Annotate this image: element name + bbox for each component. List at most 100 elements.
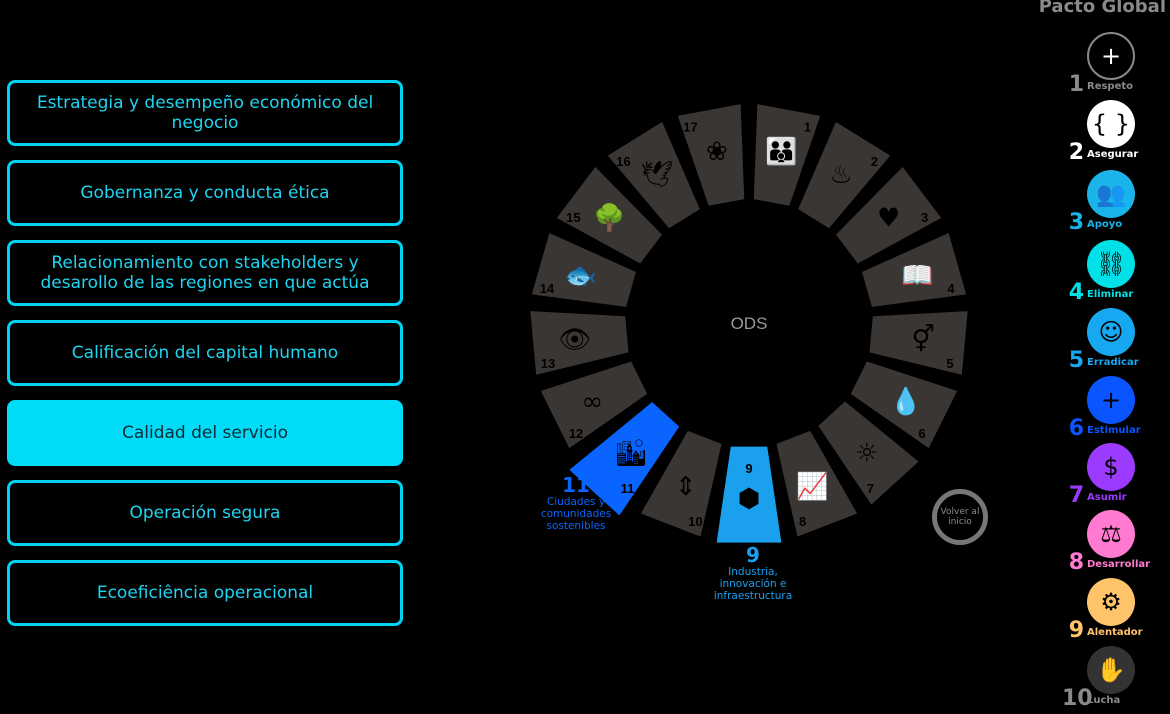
- fish-icon: 🐟: [564, 261, 596, 291]
- topic-button[interactable]: Gobernanza y conducta ética: [7, 160, 403, 226]
- topic-button[interactable]: Relacionamiento con stakeholders y desar…: [7, 240, 403, 306]
- ods-segment-number: 11: [621, 481, 635, 496]
- infinity-icon: ∞: [582, 387, 604, 417]
- ods-segment-14[interactable]: 🐟 14: [531, 232, 636, 307]
- ods-segment-number: 7: [867, 481, 874, 496]
- pacto-label: Lucha: [1087, 695, 1121, 706]
- topic-label: Relacionamiento con stakeholders y desar…: [40, 253, 370, 293]
- water-icon: 💧: [889, 386, 921, 417]
- ods-segment-16[interactable]: 🕊16: [607, 121, 700, 229]
- pacto-item-8[interactable]: ⚖ 8 Desarrollar: [1062, 510, 1170, 578]
- topic-button[interactable]: Calidad del servicio: [7, 400, 403, 466]
- ods-segment-1[interactable]: 👪1: [753, 104, 821, 206]
- ods-segment-number: 14: [540, 281, 555, 296]
- ods-segment-number: 1: [804, 120, 811, 135]
- ods-segment-shape: [607, 121, 700, 229]
- topic-button[interactable]: Calificación del capital humano: [7, 320, 403, 386]
- ods-segment-shape: [677, 104, 745, 206]
- selected-ods-9-label: 9 Industria, innovación e infraestructur…: [710, 544, 796, 602]
- ods-segment-5[interactable]: ⚥5: [869, 311, 968, 375]
- ods-segment-number: 15: [566, 210, 580, 225]
- ods-segment-shape: [798, 121, 891, 229]
- pacto-number: 4: [1068, 280, 1084, 305]
- ods-segment-shape: [862, 232, 967, 307]
- ods-segment-shape: [531, 232, 636, 307]
- topic-label: Estrategia y desempeño económico del neg…: [36, 93, 374, 133]
- cubes-icon: ⬢: [738, 484, 761, 514]
- ods-segment-11[interactable]: 🏙 11: [569, 402, 680, 516]
- book-icon: 📖: [901, 261, 933, 291]
- ods-segment-number: 8: [799, 514, 806, 529]
- ods-segment-shape: [569, 402, 680, 516]
- topic-button[interactable]: Ecoeficiência operacional: [7, 560, 403, 626]
- topic-button[interactable]: Operación segura: [7, 480, 403, 546]
- ods-segment-6[interactable]: 💧6: [850, 361, 958, 449]
- pacto-item-9[interactable]: ⚙ 9 Alentador: [1062, 578, 1170, 646]
- ods-segment-number: 10: [688, 514, 702, 529]
- pacto-item-4[interactable]: ⛓ 4 Eliminar: [1062, 240, 1170, 308]
- ods-segment-shape: [835, 166, 942, 264]
- pacto-item-3[interactable]: 👥 3 Apoyo: [1062, 170, 1170, 238]
- pacto-icon-glyph: +: [1100, 42, 1122, 70]
- ods-segment-17[interactable]: ❀ 17: [677, 104, 745, 206]
- topic-label: Calificación del capital humano: [71, 343, 339, 363]
- pacto-item-7[interactable]: $ 7 Asumir: [1062, 443, 1170, 511]
- pacto-item-5[interactable]: ☺ 5 Erradicar: [1062, 308, 1170, 376]
- pacto-item-2[interactable]: { } 2 Asegurar: [1062, 100, 1170, 168]
- topic-label: Gobernanza y conducta ética: [80, 183, 330, 203]
- ods-segment-12[interactable]: ∞ 12: [540, 361, 648, 449]
- city-icon: 🏙: [615, 438, 648, 468]
- person-braces-icon: { }: [1087, 100, 1135, 148]
- ods-segment-number: 3: [921, 210, 928, 225]
- ods-segment-number: 12: [569, 426, 583, 441]
- pacto-label: Asumir: [1087, 492, 1127, 503]
- pacto-icon-glyph: 👥: [1096, 180, 1126, 208]
- pacto-label: Asegurar: [1087, 149, 1139, 160]
- growth-chart-icon: 📈: [796, 471, 828, 502]
- rings-icon: ❀: [706, 137, 728, 167]
- ods-segment-8[interactable]: 📈8: [776, 430, 858, 537]
- pacto-number: 3: [1068, 210, 1084, 235]
- ods-segment-9[interactable]: ⬢9: [716, 446, 782, 543]
- dove-icon: 🕊: [640, 160, 673, 190]
- ods-segment-10[interactable]: ⇕10: [640, 430, 722, 537]
- heartbeat-icon: ♥: [877, 204, 900, 234]
- back-to-start-button[interactable]: Volver al inicio: [932, 489, 988, 545]
- pacto-item-1[interactable]: + 1 Respeto: [1062, 32, 1170, 100]
- pacto-label: Estimular: [1087, 425, 1141, 436]
- pacto-icon-glyph: ⚖: [1100, 520, 1122, 548]
- selected-ods-number: 9: [746, 543, 760, 567]
- pacto-icon-glyph: +: [1100, 386, 1122, 414]
- ods-segment-15[interactable]: 🌳15: [556, 166, 663, 264]
- ods-segment-number: 2: [871, 154, 878, 169]
- family-icon: 👪: [765, 136, 797, 167]
- pacto-number: 8: [1068, 550, 1084, 575]
- ods-segment-13[interactable]: 👁13: [530, 311, 629, 375]
- pacto-item-10[interactable]: ✋ 10 Lucha: [1062, 646, 1170, 714]
- person-plus-icon: +: [1087, 32, 1135, 80]
- ods-segment-number: 17: [683, 120, 697, 135]
- ods-segment-shape: [869, 311, 968, 375]
- selected-ods-name: Industria, innovación e infraestructura: [713, 566, 793, 602]
- woman-plus-icon: +: [1087, 376, 1135, 424]
- topic-label: Operación segura: [129, 503, 281, 523]
- pacto-label: Alentador: [1087, 627, 1143, 638]
- eye-globe-icon: 👁: [558, 325, 591, 355]
- pacto-icon-glyph: $: [1103, 453, 1119, 481]
- ods-segment-shape: [850, 361, 958, 449]
- ods-segment-4[interactable]: 📖4: [862, 232, 967, 307]
- sun-icon: ☼: [855, 438, 878, 468]
- topic-button[interactable]: Estrategia y desempeño económico del neg…: [7, 80, 403, 146]
- group-support-icon: 👥: [1087, 170, 1135, 218]
- ods-segment-2[interactable]: ♨2: [798, 121, 891, 229]
- ods-segment-7[interactable]: ☼7: [818, 401, 919, 505]
- pacto-icon-glyph: { }: [1091, 110, 1131, 138]
- ods-segment-number: 9: [745, 461, 752, 476]
- ods-segment-3[interactable]: ♥3: [835, 166, 942, 264]
- pacto-number: 7: [1068, 483, 1084, 508]
- ods-segment-shape: [716, 446, 782, 543]
- pacto-number: 5: [1068, 348, 1084, 373]
- pacto-number: 1: [1068, 72, 1084, 97]
- topic-label: Ecoeficiência operacional: [96, 583, 314, 603]
- pacto-item-6[interactable]: + 6 Estimular: [1062, 376, 1170, 444]
